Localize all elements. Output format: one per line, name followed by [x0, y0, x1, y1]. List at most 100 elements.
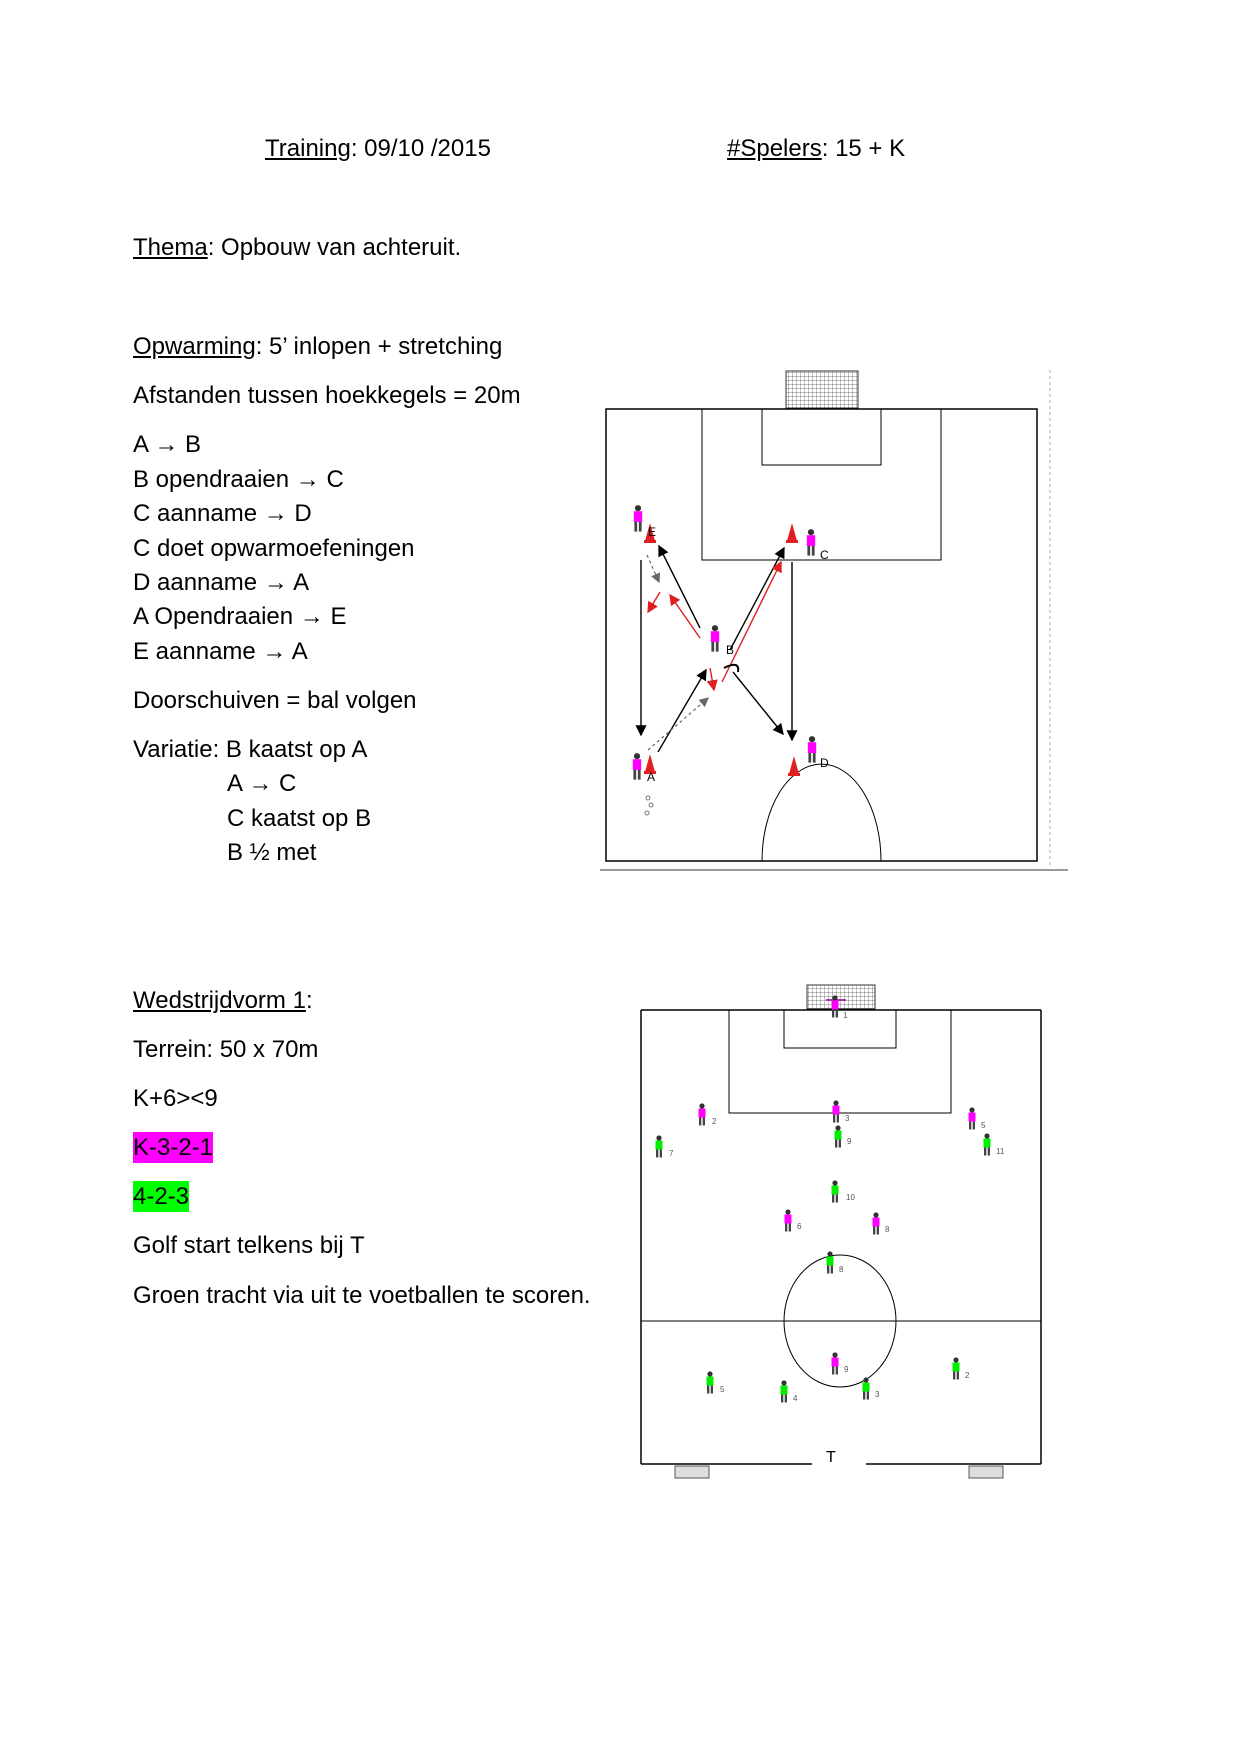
match-form-heading: Wedstrijdvorm 1: [133, 987, 313, 1015]
player-d [807, 736, 817, 763]
magenta-player: 3 [832, 1100, 850, 1123]
label-a: A [647, 770, 655, 784]
green-player: 9 [834, 1125, 852, 1148]
green-number: 4 [793, 1394, 798, 1403]
green-player: 7 [655, 1135, 674, 1158]
magenta-player: 2 [698, 1103, 717, 1126]
cone-d [788, 756, 800, 776]
player-e [633, 505, 643, 532]
spelers-label: #Spelers [727, 135, 822, 162]
goal-area [761, 408, 882, 466]
match-diagram: 1 2 3 5 6 8 9 9 7 11 10 8 5 4 3 2 T [640, 984, 1042, 1479]
magenta-formation: K-3-2-1 [133, 1132, 214, 1163]
green-player: 10 [831, 1180, 855, 1203]
variation-step: B ½ met [227, 839, 317, 866]
turn-curve [723, 663, 740, 673]
magenta-player: 6 [784, 1209, 802, 1232]
variation-heading: Variatie: B kaatst op A [133, 736, 368, 763]
keeper-number: 1 [843, 1011, 848, 1020]
green-number: 5 [720, 1385, 725, 1394]
center-circle [783, 1254, 897, 1388]
pass-arrow [732, 671, 784, 736]
start-marker: T [826, 1449, 836, 1466]
training-value: : 09/10 /2015 [350, 135, 491, 162]
magenta-player: 8 [872, 1212, 890, 1235]
variation-step: C kaatst op B [227, 805, 372, 832]
run-arrow [647, 591, 661, 614]
green-player: 11 [983, 1133, 1005, 1156]
match-form-label: Wedstrijdvorm 1 [133, 987, 306, 1014]
dribble-arrow [647, 697, 709, 751]
green-number: 9 [847, 1137, 852, 1146]
label-c: C [820, 548, 829, 562]
center-circle-arc [761, 763, 882, 862]
goal-net [785, 370, 859, 409]
goal-net [806, 984, 876, 1010]
training-label: Training [265, 135, 351, 162]
warmup-heading: Opwarming: 5’ inlopen + stretching [133, 333, 502, 361]
green-player: 3 [862, 1377, 880, 1400]
warmup-diagram: E C B A D [600, 370, 1068, 871]
magenta-number: 9 [844, 1365, 849, 1374]
pass-arrow [658, 544, 701, 629]
warmup-step: C aanname → D [133, 500, 312, 527]
label-b: B [726, 643, 734, 657]
keeper: 1 [826, 995, 848, 1020]
theme-value: : Opbouw van achteruit. [207, 234, 462, 261]
goal-area [783, 1009, 897, 1049]
magenta-number: 8 [885, 1225, 890, 1234]
wave-start-rule: Golf start telkens bij T [133, 1232, 365, 1259]
mini-goal-left [674, 1465, 710, 1479]
green-number: 3 [875, 1390, 880, 1399]
green-number: 2 [965, 1371, 970, 1380]
team-format: K+6><9 [133, 1085, 218, 1112]
magenta-player: 5 [968, 1107, 986, 1130]
warmup-step: C doet opwarmoefeningen [133, 535, 415, 562]
magenta-number: 2 [712, 1117, 717, 1126]
green-number: 8 [839, 1265, 844, 1274]
run-arrow [706, 667, 718, 692]
label-e: E [648, 525, 656, 539]
green-number: 11 [996, 1147, 1005, 1156]
magenta-formation-text: K-3-2-1 [133, 1132, 214, 1163]
magenta-number: 5 [981, 1121, 986, 1130]
player-count: #Spelers: 15 + K [727, 135, 905, 163]
spelers-value: : 15 + K [821, 135, 906, 162]
warmup-value: : 5’ inlopen + stretching [255, 333, 503, 360]
green-player: 4 [780, 1380, 798, 1403]
penalty-area [701, 408, 942, 561]
warmup-label: Opwarming [133, 333, 256, 360]
green-number: 7 [669, 1149, 674, 1158]
magenta-number: 6 [797, 1222, 802, 1231]
variation-step: A → C [227, 770, 297, 797]
rotation-rule: Doorschuiven = bal volgen [133, 687, 417, 714]
green-objective: Groen tracht via uit te voetballen te sc… [133, 1282, 591, 1309]
match-form-colon: : [305, 987, 313, 1014]
green-formation-text: 4-2-3 [133, 1181, 190, 1212]
penalty-area [728, 1009, 952, 1114]
theme-label: Thema [133, 234, 208, 261]
field-size: Terrein: 50 x 70m [133, 1036, 319, 1063]
player-a [632, 753, 642, 780]
magenta-player: 9 [831, 1352, 849, 1375]
magenta-number: 3 [845, 1114, 850, 1123]
warmup-step: D aanname → A [133, 569, 310, 596]
warmup-step: B opendraaien → C [133, 466, 344, 493]
player-c [806, 529, 816, 556]
green-formation: 4-2-3 [133, 1181, 190, 1212]
label-d: D [820, 756, 829, 770]
player-b [710, 625, 720, 652]
green-player: 2 [952, 1357, 970, 1380]
dribble-arrow [646, 554, 660, 584]
warmup-step: A → B [133, 431, 202, 458]
green-player: 8 [826, 1251, 844, 1274]
warmup-step: E aanname → A [133, 638, 308, 665]
pass-arrow [657, 668, 707, 753]
theme: Thema: Opbouw van achteruit. [133, 234, 461, 262]
training-date: Training: 09/10 /2015 [265, 135, 491, 163]
green-number: 10 [846, 1193, 855, 1202]
green-player: 5 [706, 1371, 725, 1394]
mini-goal-right [968, 1465, 1004, 1479]
ball-stack [644, 795, 654, 816]
pass-arrow [729, 546, 785, 651]
